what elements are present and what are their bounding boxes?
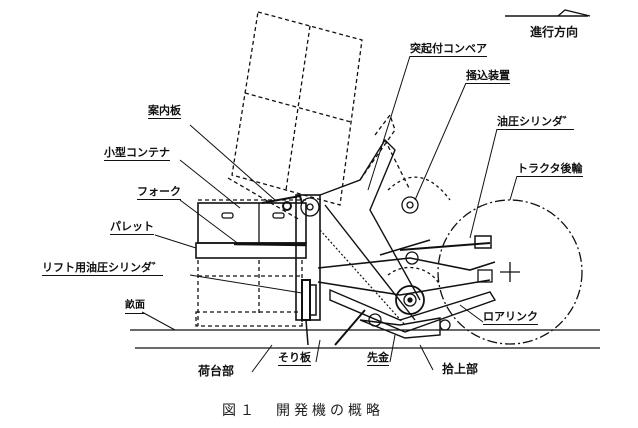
hydraulic-cylinder [399, 235, 492, 251]
pallet [195, 242, 307, 259]
label-tractor-wheel: トラクタ後輪 [517, 162, 583, 177]
label-lift-cylinder: リフト用油圧シリンダ゛ [42, 261, 163, 276]
label-pickup: 拾上部 [442, 362, 479, 376]
gauge-wheel [439, 319, 451, 331]
label-guide-plate: 案内板 [148, 104, 181, 119]
label-hydraulic-cylinder: 油圧シリンダ゛ [497, 115, 574, 130]
lowered-position [195, 260, 303, 327]
small-containers [197, 199, 307, 244]
label-pallet: パレット [110, 220, 154, 235]
fork [233, 242, 307, 247]
tilted-containers [227, 11, 363, 221]
figure-caption: 図１ 開発機の概略 [222, 403, 384, 419]
leader-lines [141, 55, 518, 373]
label-loading-bed: 荷台部 [198, 364, 235, 378]
label-ridge-surface: 畝面 [125, 299, 145, 314]
label-fork: フォーク [137, 185, 181, 200]
lower-link [317, 257, 497, 333]
label-conveyor: 突起付コンベア [410, 42, 487, 57]
guide-plate [261, 194, 303, 204]
label-lower-link: ロアリンク [483, 310, 538, 325]
direction-label: 進行方向 [530, 25, 579, 39]
label-rake: 掻込装置 [466, 69, 510, 84]
direction-arrow [505, 9, 591, 17]
label-tip-blade: 先金 [367, 351, 389, 366]
pickup-roller [368, 266, 441, 327]
ground-lines [130, 329, 600, 349]
tip-blade [359, 317, 441, 339]
label-sled-plate: そり板 [278, 351, 311, 366]
sled-plate [334, 309, 366, 346]
rake-device [379, 176, 451, 265]
label-small-container: 小型コンテナ [104, 146, 170, 161]
lift-cylinder [301, 279, 311, 321]
conveyor-frame [282, 113, 421, 326]
